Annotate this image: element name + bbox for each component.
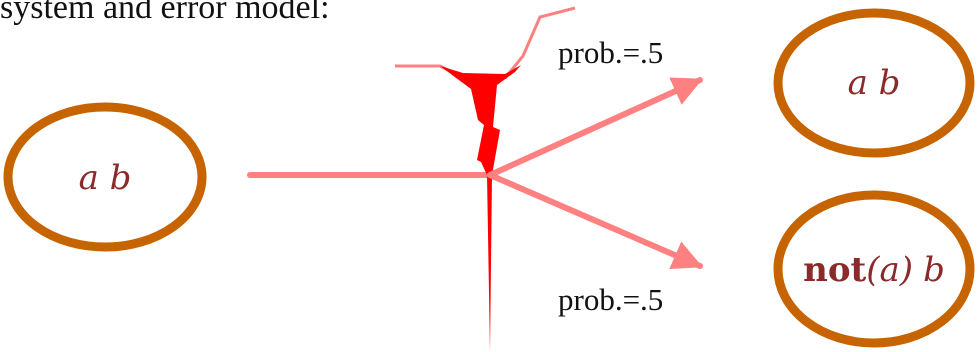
bolt-wire-right <box>503 6 576 79</box>
not-argument: (a) <box>866 250 913 290</box>
result-state-top-ellipse <box>773 8 975 158</box>
not-operator: not <box>803 250 866 290</box>
branch-arrow-top <box>487 77 703 178</box>
not-rest: b <box>923 250 945 290</box>
branch-arrow-bottom <box>487 172 703 270</box>
branch-top-probability: prob.=.5 <box>558 35 663 70</box>
result-state-bottom: not(a)b <box>773 190 975 348</box>
input-state: a b <box>3 102 207 252</box>
result-state-top-label: a b <box>848 63 901 103</box>
result-state-bottom-label: not(a)b <box>803 250 945 290</box>
input-state-label: a b <box>79 158 132 198</box>
lightning-bolt-icon <box>395 6 576 352</box>
result-state-top: a b <box>773 8 975 158</box>
bolt-shape <box>440 65 521 352</box>
input-state-ellipse <box>3 102 207 252</box>
branch-bottom-probability: prob.=.5 <box>558 282 663 317</box>
figure-caption: system and error model: <box>0 0 330 26</box>
result-state-bottom-ellipse <box>773 190 975 348</box>
